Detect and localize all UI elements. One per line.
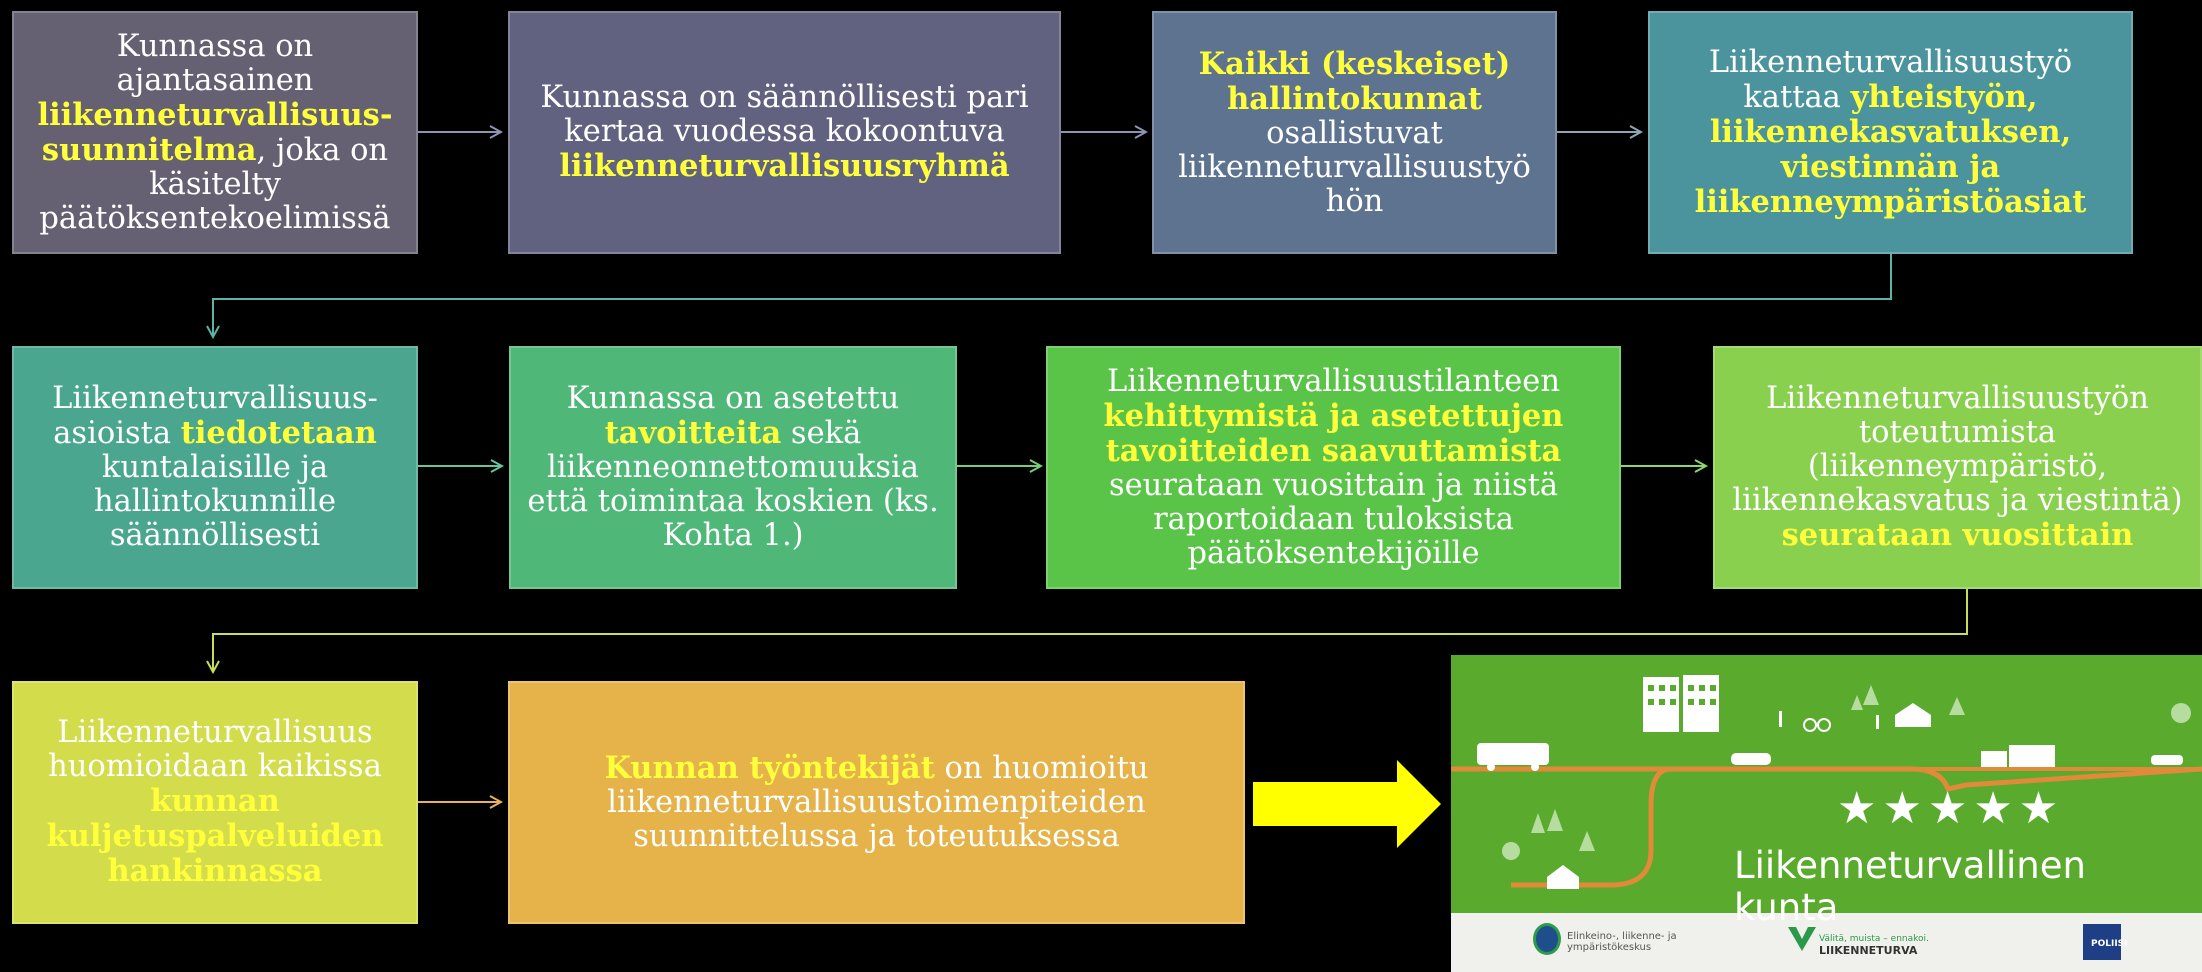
body-text: Liikenneturvallisuustyö kattaa <box>1708 44 2073 115</box>
highlighted-text: Kaikki (keskeiset) hallintokunnat <box>1198 45 1511 117</box>
body-text: , joka on käsitelty päätöksentekoelimiss… <box>39 132 391 236</box>
tree-icon <box>1851 695 1863 710</box>
step-box-10: Kunnan työntekijät on huomioitu liikenne… <box>508 681 1245 924</box>
highlighted-text: tiedotetaan <box>180 415 377 451</box>
liikenneturvallinen-kunta-badge: ★★★★★ Liikenneturvallinen kunta Elinkein… <box>1451 655 2202 972</box>
step-box-8: Liikenneturvallisuustyön toteutumista (l… <box>1713 346 2202 589</box>
body-text: sekä liikenneonnettomuuksia että toimint… <box>527 416 939 553</box>
step-text-10: Kunnan työntekijät on huomioitu liikenne… <box>524 751 1229 854</box>
ely-name-line2: ympäristökeskus <box>1567 942 1652 953</box>
body-text: seurataan vuosittain ja niistä raportoid… <box>1108 467 1559 571</box>
step-text-4: Liikenneturvallisuustyö kattaa yhteistyö… <box>1664 44 2117 220</box>
body-text: Liikenneturvallisuus-asioista <box>52 381 378 451</box>
highlighted-text: liikenneturvallisuusryhmä <box>559 148 1010 184</box>
step-box-9: Liikenneturvallisuus huomioidaan kaikiss… <box>12 681 418 924</box>
step-text-8: Liikenneturvallisuustyön toteutumista (l… <box>1729 382 2186 553</box>
step-box-1: Kunnassa on ajantasainen liikenneturvall… <box>12 11 418 254</box>
body-text: on huomioitu liikenneturvallisuustoimenp… <box>607 751 1149 854</box>
step-text-5: Liikenneturvallisuus-asioista tiedotetaa… <box>28 382 402 553</box>
body-text: Liikenneturvallisuustyön toteutumista (l… <box>1732 381 2183 518</box>
liikenneturva-tagline: Välitä, muista – ennakoi. <box>1819 934 1929 944</box>
step-box-5: Liikenneturvallisuus-asioista tiedotetaa… <box>12 346 418 589</box>
step-box-3: Kaikki (keskeiset) hallintokunnat osalli… <box>1152 11 1557 254</box>
liikenneturva-logo-icon <box>1788 927 1816 951</box>
badge-title: Liikenneturvallinen kunta <box>1734 844 2086 929</box>
house-icon <box>1895 703 1931 727</box>
step-box-7: Liikenneturvallisuustilanteen kehittymis… <box>1046 346 1621 589</box>
body-text: kuntalaisille ja hallintokunnille säännö… <box>93 450 337 553</box>
highlighted-text: Kunnan työntekijät <box>604 750 935 786</box>
car-icon <box>1731 753 1771 765</box>
highlighted-text: kunnan kuljetuspalveluiden hankinnassa <box>46 783 384 889</box>
step-text-6: Kunnassa on asetettu tavoitteita sekä li… <box>525 382 941 553</box>
step-text-3: Kaikki (keskeiset) hallintokunnat osalli… <box>1168 47 1541 219</box>
ely-logo-icon <box>1533 923 1561 955</box>
highlighted-text: kehittymistä ja asetettujen tavoitteiden… <box>1103 397 1564 469</box>
bicycle-icon <box>1803 718 1817 732</box>
poliisi-logo <box>2083 924 2121 960</box>
body-text: osallistuvat liikenneturvallisuustyö hön <box>1178 115 1531 219</box>
badge-illustration <box>1451 655 2202 972</box>
connector-8-9 <box>213 589 1968 672</box>
step-text-9: Liikenneturvallisuus huomioidaan kaikiss… <box>28 716 402 889</box>
body-text: Liikenneturvallisuustilanteen <box>1107 363 1560 399</box>
rating-stars: ★★★★★ <box>1837 783 2065 834</box>
connector-4-5 <box>213 254 1892 337</box>
bus-icon <box>1477 743 1549 765</box>
body-text: Liikenneturvallisuus huomioidaan kaikiss… <box>48 715 382 784</box>
poliisi-label: POLIISI <box>2091 939 2128 949</box>
step-text-7: Liikenneturvallisuustilanteen kehittymis… <box>1062 363 1605 571</box>
highlighted-text: seurataan vuosittain <box>1781 517 2134 553</box>
big-yellow-arrow <box>1253 760 1441 848</box>
body-text: Kunnassa on asetettu <box>566 381 900 416</box>
step-text-1: Kunnassa on ajantasainen liikenneturvall… <box>28 28 402 236</box>
highlighted-text: liikenneturvallisuus-suunnitelma <box>37 96 393 168</box>
truck-icon <box>1981 751 2007 767</box>
step-box-6: Kunnassa on asetettu tavoitteita sekä li… <box>509 346 957 589</box>
step-box-2: Kunnassa on säännöllisesti pari kertaa v… <box>508 11 1061 254</box>
body-text: Kunnassa on ajantasainen <box>116 28 314 98</box>
ely-name-line1: Elinkeino-, liikenne- ja <box>1567 931 1677 942</box>
highlighted-text: yhteistyön, liikennekasvatuksen, viestin… <box>1694 78 2087 220</box>
body-text: Kunnassa on säännöllisesti pari kertaa v… <box>540 80 1029 149</box>
liikenneturva-name: LIIKENNETURVA <box>1819 944 1918 957</box>
step-text-2: Kunnassa on säännöllisesti pari kertaa v… <box>524 81 1045 184</box>
highlighted-text: tavoitteita <box>604 415 782 451</box>
step-box-4: Liikenneturvallisuustyö kattaa yhteistyö… <box>1648 11 2133 254</box>
